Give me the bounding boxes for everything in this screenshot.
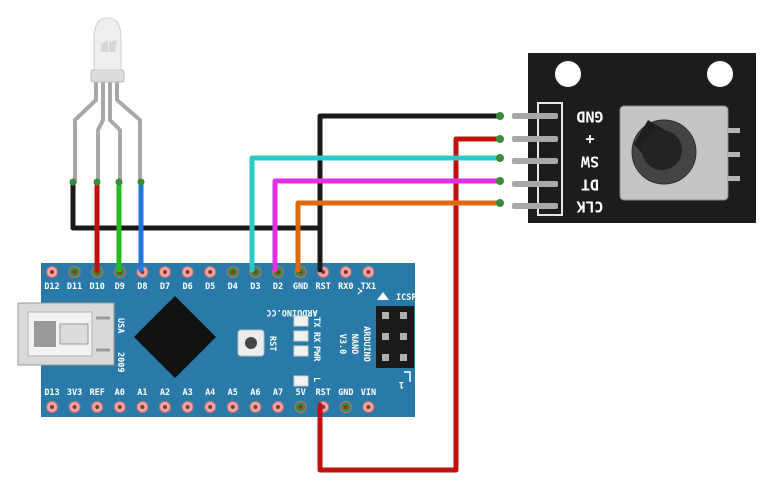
model-line-3: V3.0 xyxy=(337,334,347,354)
bottom-pin-label: A3 xyxy=(182,388,192,398)
top-pin-hole xyxy=(253,270,258,274)
bottom-pin-hole xyxy=(366,405,371,409)
bottom-pin-hole xyxy=(140,405,145,409)
top-pin-label: D9 xyxy=(115,282,125,292)
reset-button[interactable] xyxy=(237,329,265,357)
top-pin-label: D4 xyxy=(228,282,238,292)
rgb-led-body xyxy=(90,17,125,83)
top-pin-labels: D12 D11 D10 D9 D8 D7 D6 D5 D4 D3 D2 GND RST RX0 TX1 xyxy=(44,282,376,292)
wire-gnd-led xyxy=(70,179,323,231)
year-label: 2009 xyxy=(115,352,125,372)
top-pin-label: D11 xyxy=(67,282,82,292)
bottom-pin-label: REF xyxy=(90,388,105,398)
rgb-led-leads xyxy=(73,78,142,184)
bottom-pin-hole xyxy=(230,405,235,409)
bottom-pin-label: A6 xyxy=(250,388,260,398)
usb-connector xyxy=(17,302,115,366)
encoder-pin-dt-label: DT xyxy=(581,176,599,194)
top-pin-hole xyxy=(343,270,348,274)
bottom-pin-hole xyxy=(50,405,54,409)
led-tx-label: TX xyxy=(311,317,321,327)
bottom-pin-labels: D13 3V3 REF A0 A1 A2 A3 A4 A5 A6 A7 5V RST GND VIN xyxy=(44,388,376,398)
top-pin-label: GND xyxy=(293,282,308,292)
top-pin-label: RST xyxy=(316,282,331,292)
encoder-knob xyxy=(619,105,740,201)
top-pin-label: D10 xyxy=(90,282,105,292)
bottom-pin-hole xyxy=(72,405,77,409)
bottom-pin-label: A2 xyxy=(160,388,170,398)
led-l-label: L xyxy=(311,377,321,382)
bottom-pin-label: D13 xyxy=(44,388,59,398)
top-pin-label: D2 xyxy=(273,282,283,292)
usa-label: USA xyxy=(115,318,125,333)
bottom-pin-hole xyxy=(185,405,190,409)
wire-ends xyxy=(69,112,504,207)
wire-5v xyxy=(317,136,503,473)
top-pin-label: RX0 xyxy=(338,282,353,292)
led-rx-label: RX xyxy=(311,332,321,342)
bottom-pin-label: A1 xyxy=(137,388,147,398)
top-pin-label: D8 xyxy=(137,282,147,292)
brand-label: ARDUINO.CC xyxy=(266,307,317,317)
top-pin-hole xyxy=(230,270,235,274)
mounting-hole xyxy=(555,61,581,87)
bottom-pin-hole xyxy=(95,405,100,409)
rst-button-label: RST xyxy=(267,336,277,351)
bottom-pin-label: VIN xyxy=(361,388,376,398)
bottom-pin-label: GND xyxy=(338,388,353,398)
bottom-pin-label: 3V3 xyxy=(67,388,82,398)
led-pwr-label: PWR xyxy=(311,346,321,362)
wire-sw xyxy=(249,155,503,273)
model-line-1: ARDUINO xyxy=(361,326,371,362)
top-pin-hole xyxy=(208,270,213,274)
bottom-pin-hole xyxy=(208,405,213,409)
bottom-pin-label: RST xyxy=(316,388,331,398)
top-pin-hole xyxy=(163,270,167,274)
top-pin-label: D6 xyxy=(182,282,192,292)
wire-gnd-encoder xyxy=(317,113,503,273)
wire-clk xyxy=(295,200,503,273)
encoder-pin-labels: GND + SW DT CLK xyxy=(576,108,603,216)
bottom-pin-headers xyxy=(46,401,375,413)
top-pin-label: TX1 xyxy=(361,282,376,292)
icsp-label: ICSP xyxy=(396,293,416,303)
top-pin-label: D3 xyxy=(250,282,260,292)
top-pin-hole xyxy=(72,270,77,274)
header-pin-number: 1 xyxy=(399,379,404,389)
bottom-pin-label: A5 xyxy=(228,388,238,398)
encoder-pins xyxy=(512,113,558,209)
bottom-pin-label: A0 xyxy=(115,388,125,398)
bottom-pin-hole xyxy=(276,405,280,409)
mounting-hole xyxy=(707,61,733,87)
bottom-pin-hole xyxy=(117,405,122,409)
icsp-header xyxy=(376,306,414,368)
top-pin-label: D7 xyxy=(160,282,170,292)
top-pin-hole xyxy=(50,270,54,274)
encoder-pin-gnd-label: GND xyxy=(576,108,603,126)
wires xyxy=(70,113,503,473)
bottom-pin-hole xyxy=(163,405,167,409)
top-pin-hole xyxy=(366,270,371,274)
encoder-pin-sw-label: SW xyxy=(580,153,599,171)
top-pin-label: D5 xyxy=(205,282,215,292)
bottom-pin-label: 5V xyxy=(295,388,305,398)
bottom-pin-label: A7 xyxy=(273,388,283,398)
pin1-marker-icon xyxy=(377,292,389,300)
model-line-2: NANO xyxy=(349,334,359,354)
encoder-pin-vcc-label: + xyxy=(585,131,594,149)
encoder-pin-clk-label: CLK xyxy=(576,198,603,216)
bottom-pin-hole xyxy=(343,405,348,409)
bottom-pin-hole xyxy=(253,405,258,409)
wire-dt xyxy=(272,178,503,273)
status-leds xyxy=(293,315,309,387)
top-pin-hole xyxy=(185,270,190,274)
bottom-pin-label: A4 xyxy=(205,388,215,398)
rotary-encoder-module: GND + SW DT CLK xyxy=(512,53,756,223)
rgb-led xyxy=(73,17,142,184)
top-pin-label: D12 xyxy=(44,282,59,292)
bottom-pin-hole xyxy=(298,405,303,409)
